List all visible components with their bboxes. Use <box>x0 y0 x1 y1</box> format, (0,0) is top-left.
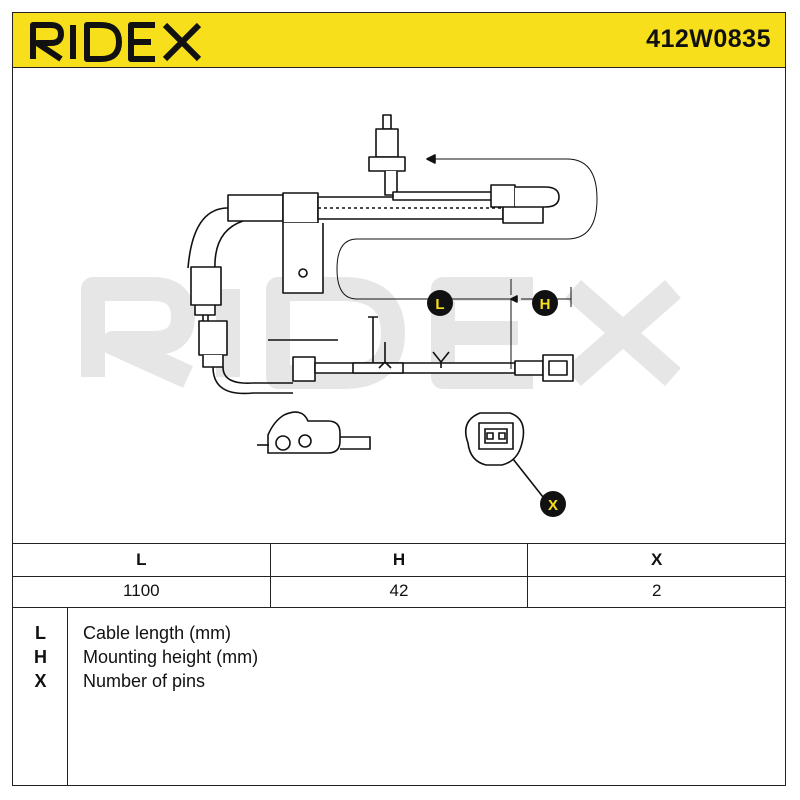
part-number: 412W0835 <box>646 25 771 53</box>
spec-table-values: 1100 42 2 <box>13 575 785 608</box>
spec-value-x: 2 <box>651 581 662 600</box>
legend-key-column: L H X <box>13 607 68 785</box>
datasheet-frame: 412W0835 <box>12 12 786 786</box>
marker-x <box>540 491 566 517</box>
legend-desc-h: Mounting height (mm) <box>83 647 259 667</box>
marker-x-label: X <box>548 497 558 514</box>
spec-header-h: H <box>271 544 529 576</box>
legend-key-l: L <box>35 623 46 643</box>
sensor-diagram: L H X <box>81 114 681 517</box>
legend-desc-x: Number of pins <box>83 671 206 691</box>
marker-h <box>532 290 558 316</box>
marker-l <box>427 290 453 316</box>
connector-face-detail <box>464 412 544 498</box>
legend-key-x: X <box>34 671 47 691</box>
sensor-head-detail <box>257 411 371 454</box>
spec-header-l: L <box>13 544 271 576</box>
legend-desc-l: Cable length (mm) <box>83 623 232 643</box>
header-bar: 412W0835 <box>13 13 785 68</box>
spec-value-h: 42 <box>271 575 529 607</box>
legend: L H X Cable length (mm) Mounting height … <box>13 607 785 785</box>
spec-table-header: L H X <box>13 543 785 577</box>
cable-harness <box>187 114 598 395</box>
marker-l-label: L <box>435 296 444 313</box>
watermark-logo <box>81 277 681 389</box>
spec-value-l: 1100 <box>13 575 271 607</box>
legend-key-h: H <box>34 647 47 667</box>
spec-header-x: X <box>651 550 663 569</box>
marker-h-label: H <box>540 296 551 313</box>
ridex-logo <box>30 22 202 62</box>
